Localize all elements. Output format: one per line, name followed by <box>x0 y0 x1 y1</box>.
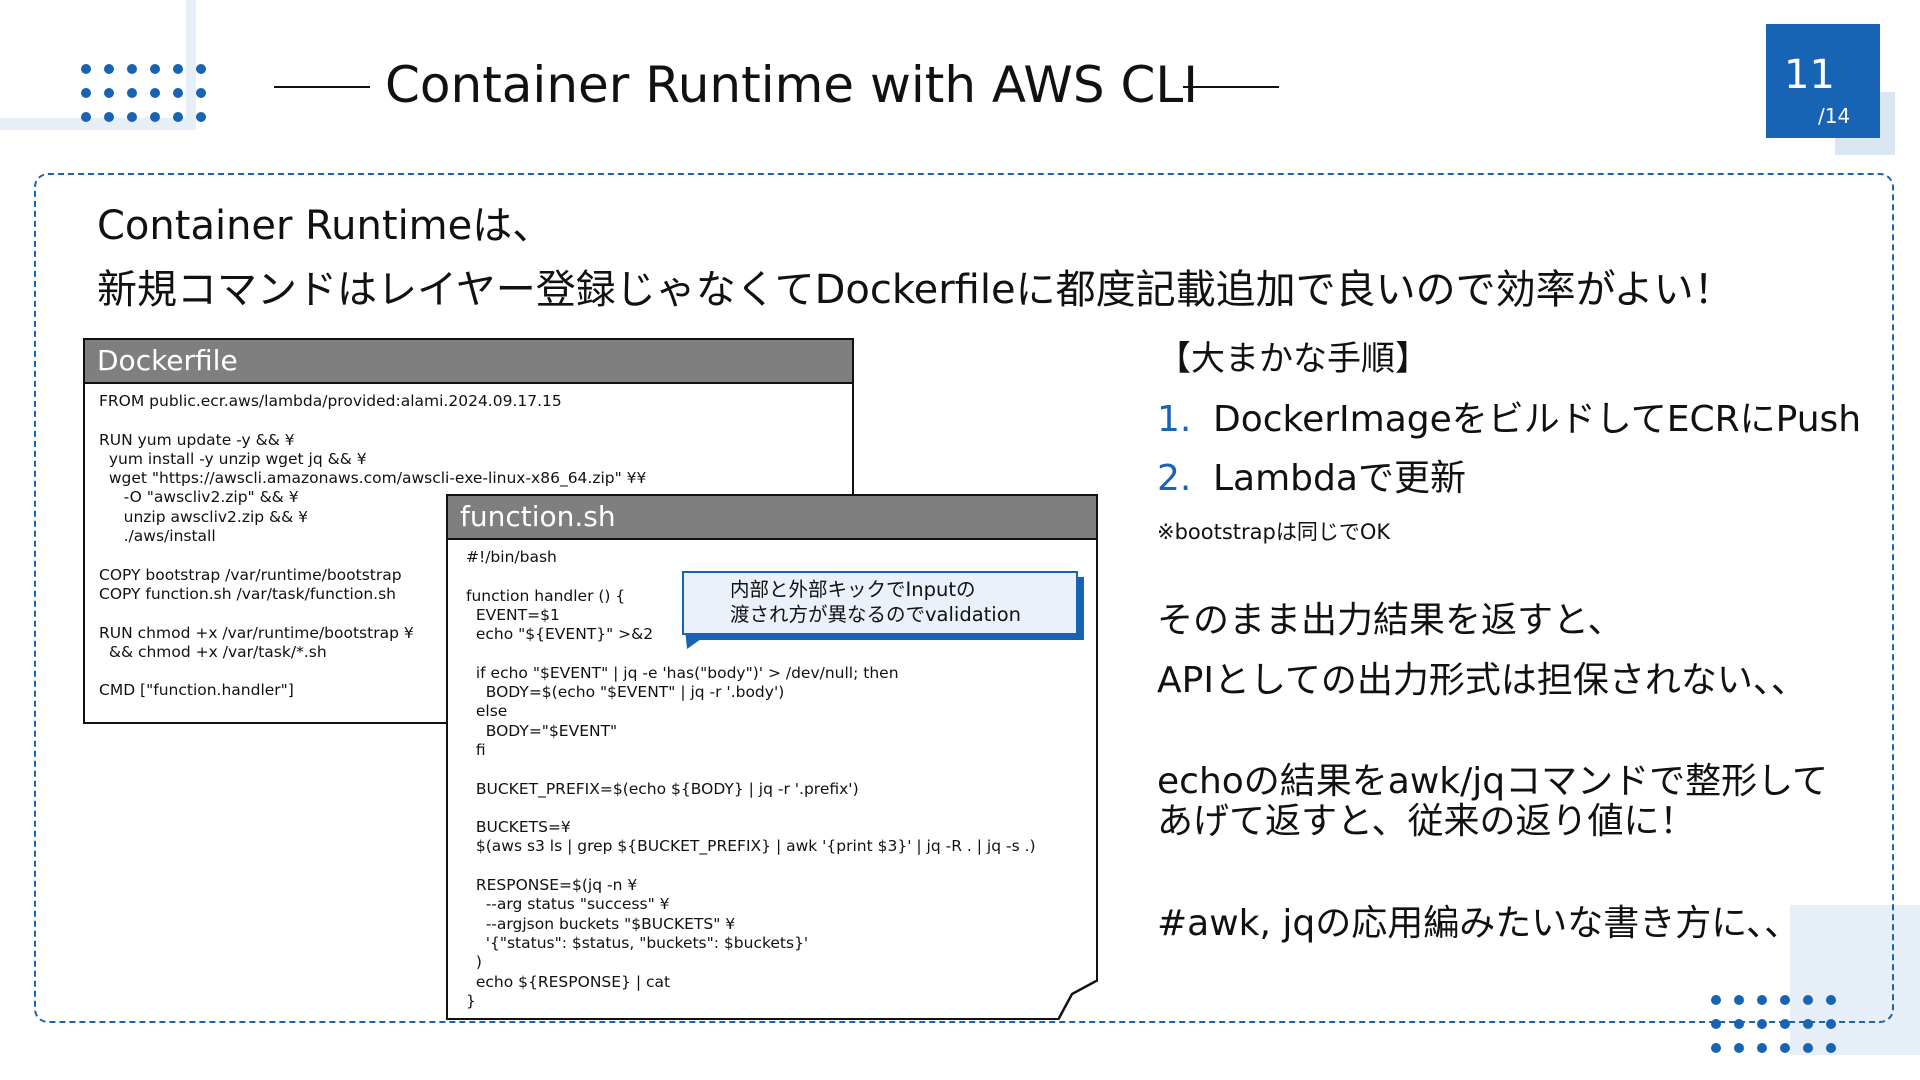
lead-line-2: 新規コマンドはレイヤー登録じゃなくてDockerfileに都度記載追加で良いので… <box>97 267 1734 313</box>
steps-heading: 【大まかな手順】 <box>1157 339 1429 379</box>
page-number-total: /14 <box>1818 104 1851 128</box>
note-awk-jq: #awk, jqの応用編みたいな書き方に、、 <box>1157 903 1801 944</box>
content-frame <box>34 173 1894 1023</box>
title-rule-right <box>1183 86 1279 88</box>
page-fold-icon <box>1058 980 1098 1020</box>
validation-callout: 内部と外部キックでInputの 渡され方が異なるのでvalidation <box>682 571 1078 635</box>
note-format-line-1: echoの結果をawk/jqコマンドで整形して <box>1157 761 1829 802</box>
step-number: 2. <box>1157 458 1192 499</box>
step-item-2: 2. Lambdaで更新 <box>1157 456 1466 502</box>
decorative-panel-bottom-right <box>1790 905 1920 1055</box>
decorative-vertical-bar <box>186 0 196 130</box>
bootstrap-note: ※bootstrapは同じでOK <box>1157 520 1391 544</box>
page-number-badge: 11 /14 <box>1766 24 1880 138</box>
step-text: Lambdaで更新 <box>1213 458 1466 499</box>
decorative-dot-grid-top-left <box>81 64 206 122</box>
step-text: DockerImageをビルドしてECRにPush <box>1213 399 1862 440</box>
dockerfile-window-title: Dockerfile <box>85 340 852 384</box>
title-rule-left <box>274 86 370 88</box>
lead-line-1: Container Runtimeは、 <box>97 203 553 249</box>
dockerfile-code: FROM public.ecr.aws/lambda/provided:alam… <box>99 392 647 700</box>
decorative-horizontal-bar <box>0 118 195 130</box>
note-output-line-2: APIとしての出力形式は担保されない、、 <box>1157 660 1807 701</box>
step-number: 1. <box>1157 399 1192 440</box>
note-format-paragraph: echoの結果をawk/jqコマンドで整形して あげて返すと、従来の返り値に！ <box>1157 762 1828 842</box>
page-title: Container Runtime with AWS CLI <box>385 56 1198 114</box>
decorative-dot-grid-bottom-right <box>1711 995 1836 1053</box>
function-sh-code: #!/bin/bash function handler () { EVENT=… <box>466 548 1036 1010</box>
step-item-1: 1. DockerImageをビルドしてECRにPush <box>1157 397 1861 443</box>
note-format-line-2: あげて返すと、従来の返り値に！ <box>1157 801 1696 842</box>
note-output-line-1: そのまま出力結果を返すと、 <box>1157 600 1624 641</box>
function-sh-window-title: function.sh <box>448 496 1096 540</box>
page-number-current: 11 <box>1784 52 1835 98</box>
